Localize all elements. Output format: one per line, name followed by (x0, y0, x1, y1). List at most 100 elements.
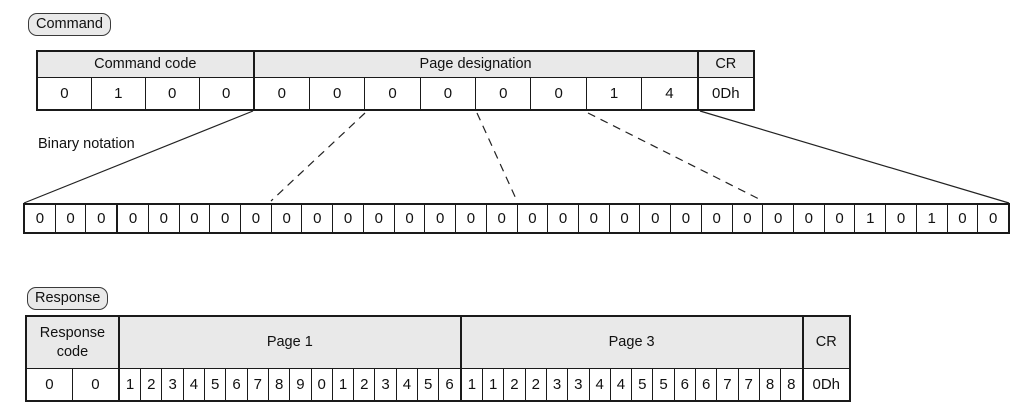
value-cell: 1 (585, 78, 642, 109)
value-cell: 3 (567, 369, 589, 400)
value-cell: 5 (204, 369, 226, 400)
value-cell: 1 (119, 369, 141, 400)
bit-cell: 0 (362, 205, 394, 232)
value-cell: 0 (419, 78, 476, 109)
bit-cell: 0 (332, 205, 363, 232)
bit-cell: 0 (240, 205, 271, 232)
section-values: 0Dh (803, 369, 849, 400)
bit-cell: 0 (424, 205, 455, 232)
dashed-connector-2 (476, 112, 518, 202)
value-cell: 2 (503, 369, 525, 400)
value-cell: 0 (144, 78, 199, 109)
value-cell: 6 (225, 369, 247, 400)
value-cell: 0 (198, 78, 253, 109)
value-cell: 5 (652, 369, 674, 400)
section-header: Page 1 (119, 317, 460, 369)
bit-cell: 0 (85, 205, 116, 232)
value-cell: 1 (331, 369, 354, 400)
value-cell: 0Dh (803, 369, 849, 400)
bit-cell: 0 (455, 205, 486, 232)
section-header: Page designation (254, 52, 697, 78)
value-cell: 5 (631, 369, 653, 400)
solid-connector-left (23, 110, 254, 204)
dashed-connector-3 (587, 112, 764, 202)
value-cell: 1 (482, 369, 504, 400)
bit-cell: 0 (270, 205, 302, 232)
value-cell: 7 (246, 369, 268, 400)
value-cell: 4 (182, 369, 205, 400)
bit-cell: 0 (54, 205, 86, 232)
value-cell: 6 (673, 369, 695, 400)
bit-cell: 0 (700, 205, 732, 232)
value-cell: 8 (780, 369, 802, 400)
bit-cell: 0 (35, 210, 45, 227)
bit-cell: 0 (977, 205, 1008, 232)
dashed-connector-1 (270, 112, 366, 202)
command-section-label: Command (28, 13, 111, 36)
value-cell: 0 (38, 78, 91, 109)
bit-cell: 0 (178, 205, 210, 232)
value-cell: 3 (545, 369, 568, 400)
bit-cell: 1 (915, 205, 947, 232)
value-cell: 0Dh (698, 78, 753, 109)
section-header: Response code (27, 317, 118, 369)
bit-cell: 0 (116, 205, 148, 232)
bit-cell: 0 (670, 205, 701, 232)
value-cell: 0 (310, 369, 332, 400)
value-cell: 4 (641, 78, 697, 109)
value-cell: 0 (71, 369, 118, 400)
value-cell: 4 (588, 369, 610, 400)
value-cell: 5 (417, 369, 439, 400)
bit-cell: 0 (792, 205, 824, 232)
value-cell: 1 (90, 78, 145, 109)
value-cell: 4 (609, 369, 632, 400)
value-cell: 0 (530, 78, 586, 109)
bit-cell: 0 (885, 205, 916, 232)
bit-cell: 0 (731, 205, 763, 232)
section-header: Command code (38, 52, 253, 78)
bit-cell: 0 (301, 205, 332, 232)
value-cell: 7 (716, 369, 738, 400)
value-cell: 6 (438, 369, 460, 400)
section-header: Page 3 (461, 317, 802, 369)
bit-cell: 0 (608, 205, 640, 232)
bit-cell: 0 (393, 205, 425, 232)
value-cell: 3 (374, 369, 396, 400)
value-cell: 0 (475, 78, 531, 109)
value-cell: 2 (524, 369, 546, 400)
section-header: CR (803, 317, 849, 369)
bit-cell: 0 (823, 205, 855, 232)
bit-cell: 0 (209, 205, 240, 232)
section-header: CR (698, 52, 753, 78)
value-cell: 0 (364, 78, 420, 109)
value-cell: 2 (353, 369, 375, 400)
value-cell: 4 (395, 369, 418, 400)
bit-cell: 0 (762, 205, 793, 232)
value-cell: 3 (161, 369, 183, 400)
bit-cell: 0 (946, 205, 978, 232)
solid-connector-right (699, 110, 1010, 204)
bit-cell: 1 (854, 205, 885, 232)
value-cell: 0 (254, 78, 309, 109)
bit-cell: 0 (547, 205, 578, 232)
value-cell: 1 (461, 369, 483, 400)
value-cell: 6 (694, 369, 717, 400)
binary-notation-label: Binary notation (38, 136, 135, 152)
value-cell: 9 (289, 369, 311, 400)
value-cell: 0 (308, 78, 365, 109)
value-cell: 8 (267, 369, 290, 400)
response-section-label: Response (27, 287, 109, 310)
